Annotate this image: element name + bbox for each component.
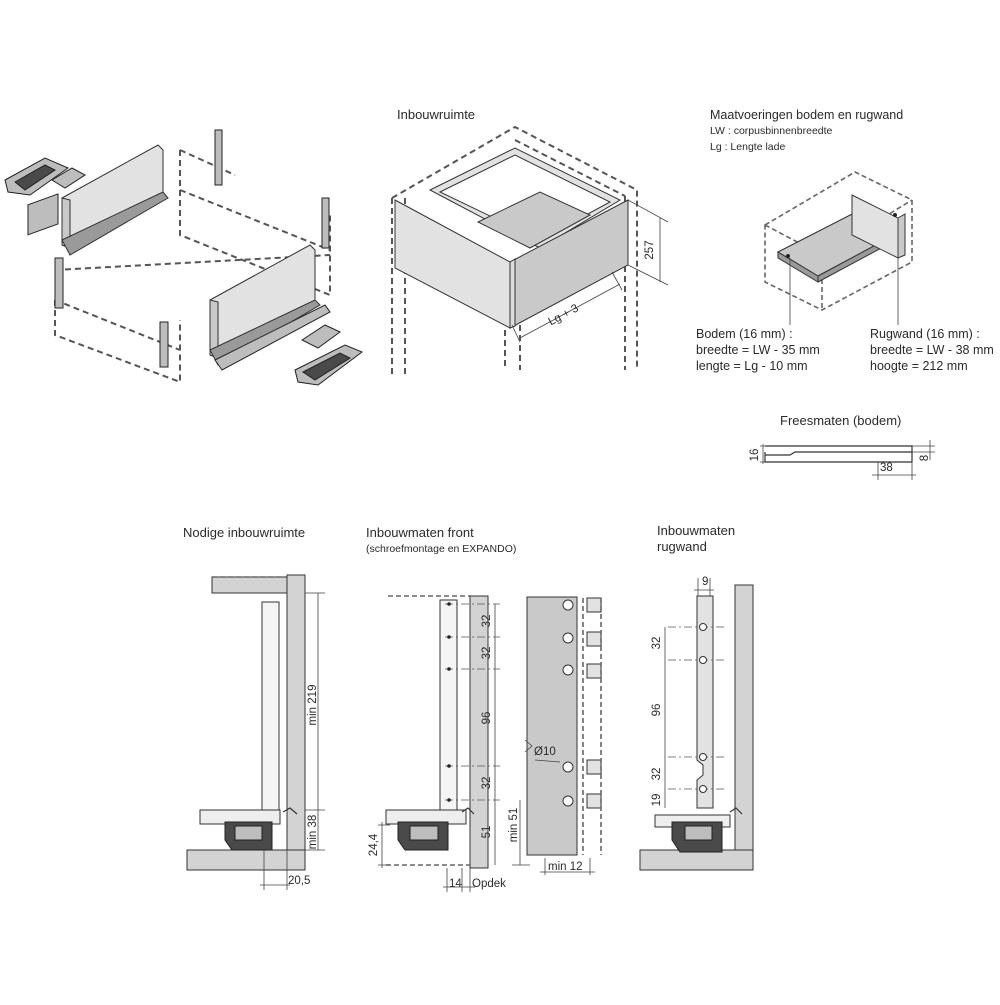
- rugwand-dim-2: 32: [651, 768, 663, 781]
- dim-16: 16: [749, 449, 761, 462]
- freesmaten-view: Freesmaten (bodem) 16 8 38: [749, 413, 935, 480]
- front-dim-14: 14: [449, 878, 462, 890]
- front-dim-2: 96: [481, 712, 493, 725]
- rugwand-hoogte: hoogte = 212 mm: [870, 359, 968, 373]
- rugwand-dim-9: 9: [702, 576, 708, 588]
- front-dim-opdek: Opdek: [472, 878, 506, 890]
- front-dim-24-4: 24,4: [368, 833, 380, 856]
- rugwand-spec: Rugwand (16 mm) : breedte = LW - 38 mm h…: [870, 327, 994, 373]
- front-dim-min12: min 12: [548, 861, 583, 873]
- dim-20-5: 20,5: [288, 875, 310, 887]
- bodem-lengte: lengte = Lg - 10 mm: [696, 359, 808, 373]
- inbouwruimte-title: Inbouwruimte: [397, 107, 475, 122]
- front-dim-3: 32: [481, 777, 493, 790]
- nodige-title: Nodige inbouwruimte: [183, 525, 305, 540]
- front-dim-1: 32: [481, 647, 493, 660]
- nodige-inbouwruimte-view: Nodige inbouwruimte min 219 min 38 20,5: [183, 525, 325, 890]
- maatvoeringen-view: Maatvoeringen bodem en rugwand LW : corp…: [710, 108, 913, 325]
- rugwand-dim-3: 19: [651, 794, 663, 807]
- front-subtitle: (schroefmontage en EXPANDO): [366, 543, 516, 555]
- front-dim-min51: min 51: [508, 808, 520, 843]
- inbouwmaten-rugwand-view: Inbouwmaten rugwand 9 32 96 32 19: [639, 523, 754, 871]
- maatvoeringen-lg: Lg : Lengte lade: [710, 141, 785, 153]
- maatvoeringen-lw: LW : corpusbinnenbreedte: [710, 125, 833, 137]
- bodem-spec: Bodem (16 mm) : breedte = LW - 35 mm len…: [696, 327, 820, 373]
- dim-8: 8: [919, 455, 931, 461]
- front-title: Inbouwmaten front: [366, 525, 474, 540]
- rugwand-dim-1: 96: [651, 704, 663, 717]
- dim-38: 38: [880, 462, 893, 474]
- front-dim-d10: Ø10: [534, 746, 556, 758]
- dim-lg-plus-3: Lg + 3: [547, 302, 581, 328]
- dim-min38: min 38: [307, 815, 319, 850]
- rugwand-title: Rugwand (16 mm) :: [870, 327, 980, 341]
- bodem-title: Bodem (16 mm) :: [696, 327, 793, 341]
- dim-min219: min 219: [307, 685, 319, 726]
- front-dim-0: 32: [481, 615, 493, 628]
- dim-257: 257: [644, 240, 656, 259]
- rugwand-maten-title-2: rugwand: [657, 539, 707, 554]
- rugwand-breedte: breedte = LW - 38 mm: [870, 343, 994, 357]
- front-dim-4: 51: [481, 826, 493, 839]
- inbouwruimte-view: Inbouwruimte 257 Lg + 3: [391, 107, 669, 375]
- rugwand-dim-0: 32: [651, 637, 663, 650]
- inbouwmaten-front-view: Inbouwmaten front (schroefmontage en EXP…: [366, 525, 602, 892]
- bodem-breedte: breedte = LW - 35 mm: [696, 343, 820, 357]
- maatvoeringen-title: Maatvoeringen bodem en rugwand: [710, 108, 903, 122]
- freesmaten-title: Freesmaten (bodem): [780, 413, 901, 428]
- exploded-drawer-view: [4, 129, 364, 386]
- rugwand-maten-title-1: Inbouwmaten: [657, 523, 735, 538]
